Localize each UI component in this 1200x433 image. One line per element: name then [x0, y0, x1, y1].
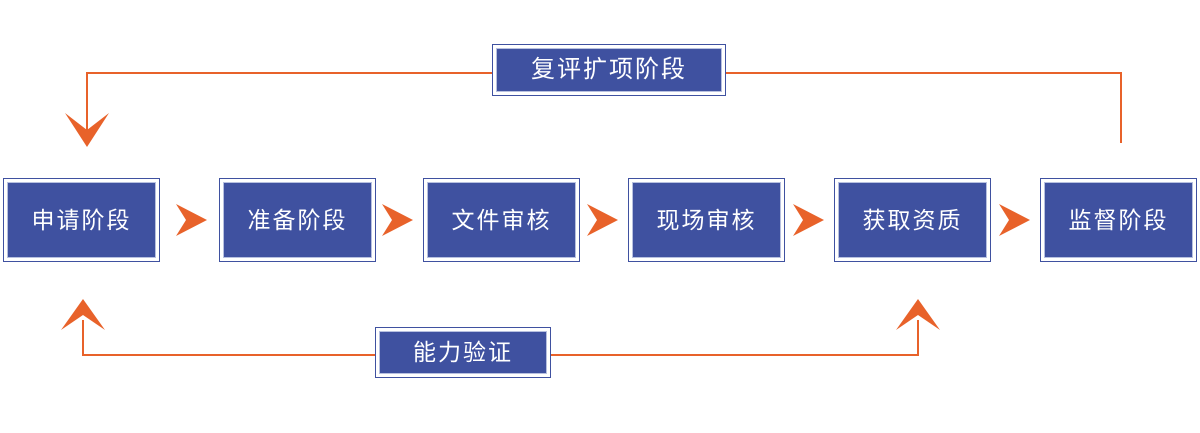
node-fill: 申请阶段: [7, 182, 156, 258]
stage-label-obtain: 获取资质: [862, 206, 963, 233]
stage-label-prepare: 准备阶段: [247, 206, 348, 233]
stage-node-prepare[interactable]: 准备阶段: [219, 178, 376, 262]
node-fill: 现场审核: [632, 182, 781, 258]
stage-label-onsite: 现场审核: [656, 206, 757, 233]
stage-node-obtain[interactable]: 获取资质: [834, 178, 991, 262]
stage-label-apply: 申请阶段: [31, 206, 132, 233]
feedback-node-proficiency-test[interactable]: 能力验证: [375, 327, 551, 378]
chevron-right-icon: [587, 204, 618, 236]
stage-label-doc-review: 文件审核: [451, 206, 552, 233]
top-feedback-connector: [65, 72, 1122, 147]
chevron-right-icon: [999, 204, 1030, 236]
feedback-top-label: 复评扩项阶段: [531, 56, 687, 83]
node-fill: 能力验证: [379, 331, 547, 374]
stage-node-apply[interactable]: 申请阶段: [3, 178, 160, 262]
feedback-bottom-label: 能力验证: [413, 339, 513, 365]
feedback-node-reassess-expand[interactable]: 复评扩项阶段: [492, 44, 726, 96]
node-fill: 文件审核: [427, 182, 576, 258]
chevron-right-icon: [382, 204, 413, 236]
stage-label-supervise: 监督阶段: [1068, 206, 1169, 233]
chevron-right-icon: [793, 204, 824, 236]
node-fill: 准备阶段: [223, 182, 372, 258]
node-fill: 监督阶段: [1044, 182, 1193, 258]
node-fill: 复评扩项阶段: [496, 48, 722, 92]
stage-node-doc-review[interactable]: 文件审核: [423, 178, 580, 262]
stage-node-supervise[interactable]: 监督阶段: [1040, 178, 1197, 262]
bottom-feedback-connector: [61, 299, 940, 356]
chevron-right-icon: [176, 204, 207, 236]
node-fill: 获取资质: [838, 182, 987, 258]
stage-node-onsite[interactable]: 现场审核: [628, 178, 785, 262]
